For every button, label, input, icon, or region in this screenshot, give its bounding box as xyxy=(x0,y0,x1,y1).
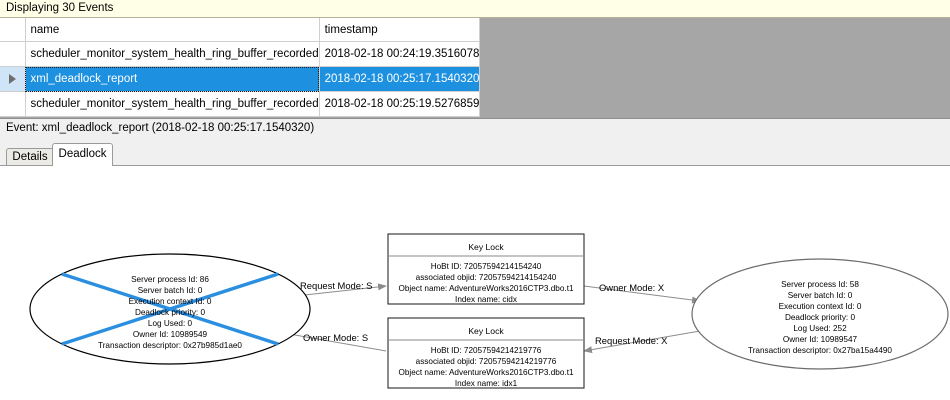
table-row[interactable]: scheduler_monitor_system_health_ring_buf… xyxy=(0,91,481,117)
bottom-key-lock-line-2: Object name: AdventureWorks2016CTP3.dbo.… xyxy=(398,368,574,377)
edge-label-left-owner: Owner Mode: S xyxy=(303,332,368,343)
top-key-lock-title: Key Lock xyxy=(468,242,504,252)
process-node-right[interactable]: Server process Id: 58 Server batch Id: 0… xyxy=(691,258,949,370)
column-header-timestamp[interactable]: timestamp xyxy=(319,18,481,42)
tab-deadlock[interactable]: Deadlock xyxy=(52,143,113,166)
edge-right-request-label: Request Mode: X xyxy=(595,335,668,346)
event-title: Event: xml_deadlock_report (2018-02-18 0… xyxy=(6,122,315,134)
process-left-line-0: Server process Id: 86 xyxy=(131,275,209,284)
resource-node-bottom-key-lock[interactable]: Key Lock HoBt ID: 72057594214219776 asso… xyxy=(387,317,585,389)
row-pointer-triangle-icon xyxy=(9,74,16,84)
events-grid[interactable]: name timestamp scheduler_monitor_system_… xyxy=(0,18,481,117)
process-right-line-0: Server process Id: 58 xyxy=(781,280,859,289)
column-header-name[interactable]: name xyxy=(25,18,320,42)
edge-right-owner xyxy=(583,285,701,304)
bottom-key-lock-line-3: Index name: idx1 xyxy=(455,379,518,388)
bottom-key-lock-line-1: associated objid: 72057594214219776 xyxy=(416,357,557,366)
edge-label-right-request: Request Mode: X xyxy=(595,335,668,346)
edge-right-request xyxy=(583,330,701,354)
cell-timestamp[interactable]: 2018-02-18 00:25:17.1540320 xyxy=(319,66,481,92)
process-left-line-4: Log Used: 0 xyxy=(148,319,193,328)
edge-label-right-owner: Owner Mode: X xyxy=(599,282,665,293)
displaying-events-banner: Displaying 30 Events xyxy=(0,0,950,18)
grid-header-row: name timestamp xyxy=(0,18,481,42)
top-key-lock-line-3: Index name: cidx xyxy=(455,295,517,304)
table-row[interactable]: scheduler_monitor_system_health_ring_buf… xyxy=(0,41,481,67)
events-grid-area[interactable]: name timestamp scheduler_monitor_system_… xyxy=(0,18,950,118)
edge-left-request-label: Request Mode: S xyxy=(300,280,372,291)
process-right-line-1: Server batch Id: 0 xyxy=(788,291,853,300)
edge-left-owner-label: Owner Mode: S xyxy=(303,332,368,343)
row-selector-cell[interactable] xyxy=(0,66,26,92)
cell-name[interactable]: scheduler_monitor_system_health_ring_buf… xyxy=(25,91,320,117)
top-key-lock-line-2: Object name: AdventureWorks2016CTP3.dbo.… xyxy=(398,284,574,293)
deadlock-victim-cross-icon xyxy=(61,272,279,346)
bottom-key-lock-line-0: HoBt ID: 72057594214219776 xyxy=(431,346,542,355)
process-left-line-3: Deadlock priority: 0 xyxy=(135,308,206,317)
process-right-line-2: Execution context Id: 0 xyxy=(779,302,862,311)
cell-name[interactable]: scheduler_monitor_system_health_ring_buf… xyxy=(25,41,320,67)
edge-right-owner-label: Owner Mode: X xyxy=(599,282,665,293)
process-left-line-2: Execution context Id: 0 xyxy=(129,297,212,306)
event-detail-header: Event: xml_deadlock_report (2018-02-18 0… xyxy=(0,118,950,140)
cell-name[interactable]: xml_deadlock_report xyxy=(25,66,320,92)
table-row-selected[interactable]: xml_deadlock_report 2018-02-18 00:25:17.… xyxy=(0,66,481,92)
bottom-key-lock-title: Key Lock xyxy=(468,326,504,336)
displaying-events-text: Displaying 30 Events xyxy=(6,2,114,14)
row-selector-cell[interactable] xyxy=(0,41,26,67)
cell-timestamp[interactable]: 2018-02-18 00:24:19.3516078 xyxy=(319,41,481,67)
deadlock-graph-canvas[interactable]: Server process Id: 86 Server batch Id: 0… xyxy=(0,165,950,400)
process-left-line-5: Owner Id: 10989549 xyxy=(133,330,208,339)
row-selector-cell[interactable] xyxy=(0,91,26,117)
top-key-lock-line-1: associated objid: 72057594214154240 xyxy=(416,273,557,282)
top-key-lock-line-0: HoBt ID: 72057594214154240 xyxy=(431,262,542,271)
process-right-line-6: Transaction descriptor: 0x27ba15a4490 xyxy=(748,346,892,355)
edge-label-left-request: Request Mode: S xyxy=(300,280,372,291)
process-left-line-6: Transaction descriptor: 0x27b985d1ae0 xyxy=(98,341,242,350)
tab-details[interactable]: Details xyxy=(6,148,54,166)
resource-node-top-key-lock[interactable]: Key Lock HoBt ID: 72057594214154240 asso… xyxy=(387,233,585,305)
process-right-line-3: Deadlock priority: 0 xyxy=(785,313,856,322)
process-right-line-5: Owner Id: 10989547 xyxy=(783,335,858,344)
process-right-line-4: Log Used: 252 xyxy=(793,324,847,333)
grid-header-selector-cell xyxy=(0,18,26,42)
cell-timestamp[interactable]: 2018-02-18 00:25:19.5276859 xyxy=(319,91,481,117)
process-left-line-1: Server batch Id: 0 xyxy=(138,286,203,295)
process-node-left[interactable]: Server process Id: 86 Server batch Id: 0… xyxy=(29,253,311,365)
detail-tabstrip: Details Deadlock xyxy=(0,140,950,166)
